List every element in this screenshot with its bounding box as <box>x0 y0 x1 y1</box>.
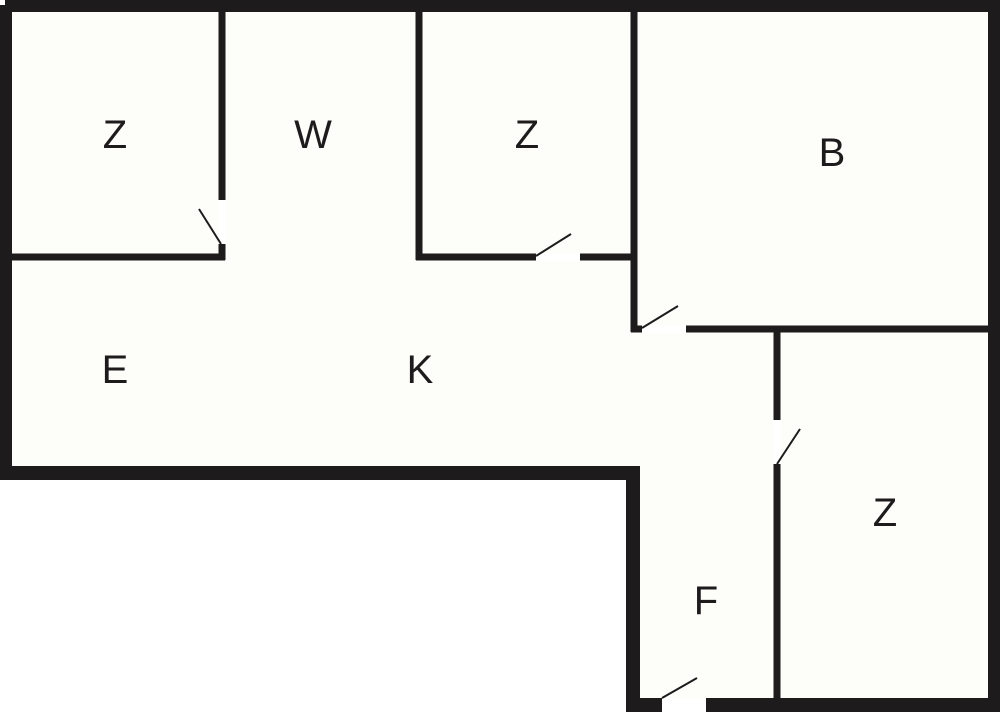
interior-walls <box>12 12 988 700</box>
room-label-b: B <box>819 131 846 175</box>
door-swing-zleft <box>198 208 222 245</box>
room-label-w: W <box>294 113 332 157</box>
room-label-z-top-left: Z <box>103 113 127 157</box>
door-swing-b <box>641 305 679 329</box>
door-swing-zmid <box>535 233 572 257</box>
room-label-f: F <box>694 579 718 623</box>
door-gap-zmid <box>536 253 580 261</box>
room-label-z-top-middle: Z <box>515 113 539 157</box>
door-gap-entrance <box>662 698 706 712</box>
room-label-e: E <box>102 348 129 392</box>
doors <box>198 200 801 712</box>
door-gap-b <box>642 325 686 333</box>
floor-area <box>12 12 988 700</box>
room-labels: Z W Z B E K Z F <box>102 113 898 623</box>
door-gap-zright <box>773 420 781 464</box>
room-label-k: K <box>407 348 434 392</box>
door-gap-zleft <box>218 200 226 244</box>
door-swing-entrance <box>661 677 698 699</box>
door-swing-zright <box>776 428 801 465</box>
room-label-z-right: Z <box>873 491 897 535</box>
